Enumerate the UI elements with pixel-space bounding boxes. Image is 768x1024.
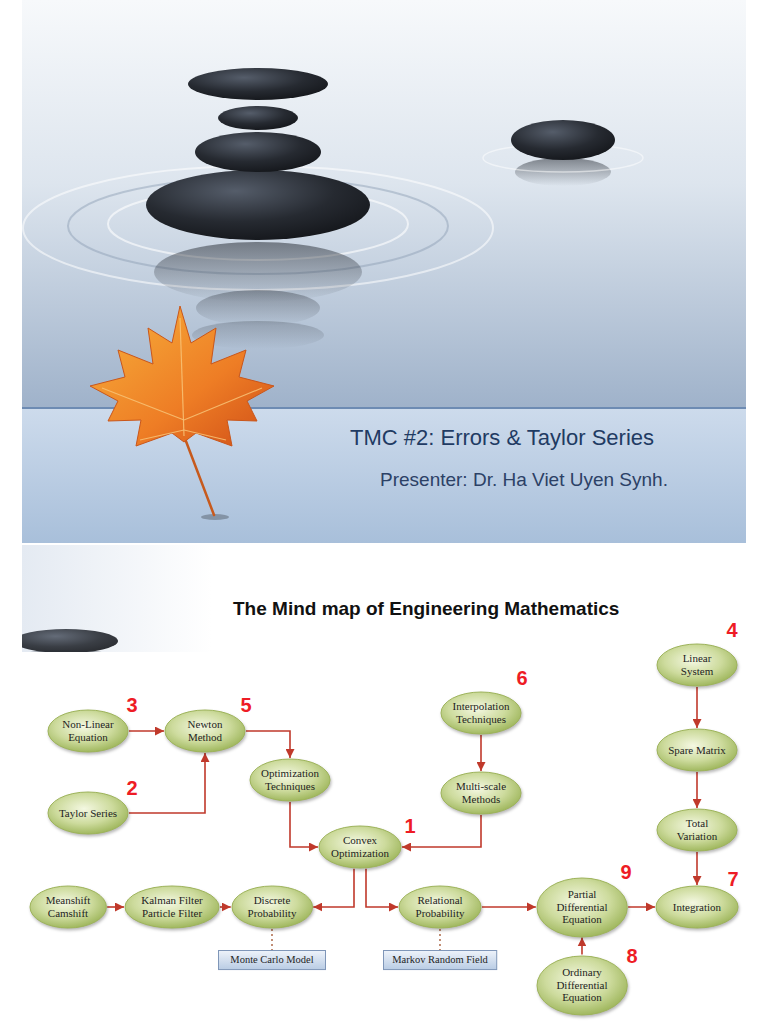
topic-ellipse: Linear System	[656, 643, 738, 687]
callout-number: 9	[620, 862, 631, 882]
arrow-connector	[696, 687, 698, 728]
node-text: Convex Optimization	[330, 834, 390, 859]
ellipse-shape	[441, 772, 521, 814]
topic-ellipse: Partial Differential Equation	[536, 877, 628, 938]
arrow-connector	[290, 802, 318, 847]
arrow-connector	[628, 906, 655, 908]
topic-ellipse: Meanshift Camshift	[29, 885, 107, 929]
topic-ellipse: Non-Linear Equation	[47, 709, 129, 753]
arrow-connector	[246, 731, 290, 758]
dotted-connector	[271, 929, 272, 950]
topic-ellipse: Total Variation	[656, 808, 738, 852]
topic-ellipse: Optimization Techniques	[249, 758, 331, 802]
ellipse-shape	[537, 956, 627, 1015]
topic-ellipse: Integration	[655, 885, 739, 929]
arrow-connector	[366, 869, 398, 907]
topic-ellipse: Multi-scale Methods	[440, 771, 522, 815]
topic-ellipse: Kalman Filter Particle Filter	[124, 885, 220, 929]
node-text: Markov Random Field	[389, 954, 492, 966]
presenter-name: Presenter: Dr. Ha Viet Uyen Synh.	[380, 469, 668, 492]
slide-title: TMC #2: Errors & Taylor Series	[350, 425, 654, 451]
node-text: Total Variation	[667, 817, 726, 842]
ellipse-shape	[30, 886, 106, 928]
arrow-connector	[107, 906, 124, 908]
ellipse-shape	[441, 692, 521, 734]
arrow-connector	[482, 906, 536, 908]
node-text: Taylor Series	[58, 807, 117, 820]
callout-number: 4	[726, 620, 737, 640]
node-text: Newton Method	[175, 718, 234, 743]
node-text: Non-Linear Equation	[58, 718, 117, 743]
node-text: Linear System	[667, 652, 726, 677]
ellipse-shape	[165, 710, 245, 752]
node-text: Integration	[667, 901, 727, 914]
node-text: Kalman Filter Particle Filter	[137, 894, 206, 919]
ellipse-shape	[657, 809, 737, 851]
topic-ellipse: Taylor Series	[47, 791, 129, 835]
ellipse-shape	[250, 759, 330, 801]
node-text: Partial Differential Equation	[549, 888, 615, 926]
ellipse-shape	[232, 886, 313, 928]
node-text: Interpolation Techniques	[451, 700, 510, 725]
box-shape	[219, 950, 326, 969]
arrow-connector	[402, 815, 481, 847]
callout-number: 6	[516, 668, 527, 688]
dotted-connector	[439, 929, 440, 950]
topic-ellipse: Ordinary Differential Equation	[536, 955, 628, 1016]
ellipse-shape	[657, 644, 737, 686]
ellipse-shape	[656, 886, 738, 928]
ellipse-shape	[48, 710, 128, 752]
topic-ellipse: Discrete Probability	[231, 885, 314, 929]
node-text: Meanshift Camshift	[40, 894, 96, 919]
node-text: Spare Matrix	[667, 744, 726, 757]
arrow-connector	[480, 735, 482, 771]
box-shape	[383, 950, 496, 969]
ellipse-shape	[48, 792, 128, 834]
node-text: Relational Probability	[410, 894, 470, 919]
ellipse-shape	[125, 886, 219, 928]
arrow-connector	[313, 869, 354, 907]
slide-heading: The Mind map of Engineering Mathematics	[233, 598, 619, 621]
node-text: Optimization Techniques	[260, 767, 319, 792]
model-box: Monte Carlo Model	[218, 950, 326, 970]
node-text: Ordinary Differential Equation	[549, 966, 615, 1004]
arrow-connector	[581, 937, 583, 954]
callout-number: 3	[126, 695, 137, 715]
ellipse-shape	[537, 878, 627, 937]
callout-number: 7	[727, 869, 738, 889]
callout-number: 1	[404, 816, 415, 836]
arrow-connector	[696, 772, 698, 808]
node-text: Discrete Probability	[242, 894, 301, 919]
topic-ellipse: Convex Optimization	[318, 825, 402, 869]
callout-number: 8	[626, 946, 637, 966]
arrow-connector	[129, 730, 164, 732]
callout-number: 5	[240, 695, 251, 715]
ellipse-shape	[319, 826, 401, 868]
arrow-connector	[696, 852, 698, 885]
ellipse-shape	[657, 729, 737, 771]
callout-number: 2	[126, 778, 137, 798]
node-text: Monte Carlo Model	[223, 954, 320, 966]
arrow-connector	[220, 906, 231, 908]
node-text: Multi-scale Methods	[451, 780, 510, 805]
topic-ellipse: Interpolation Techniques	[440, 691, 522, 735]
topic-ellipse: Newton Method	[164, 709, 246, 753]
arrow-connector	[129, 753, 205, 813]
ellipse-shape	[399, 886, 481, 928]
model-box: Markov Random Field	[383, 950, 497, 970]
topic-ellipse: Spare Matrix	[656, 728, 738, 772]
topic-ellipse: Relational Probability	[398, 885, 482, 929]
